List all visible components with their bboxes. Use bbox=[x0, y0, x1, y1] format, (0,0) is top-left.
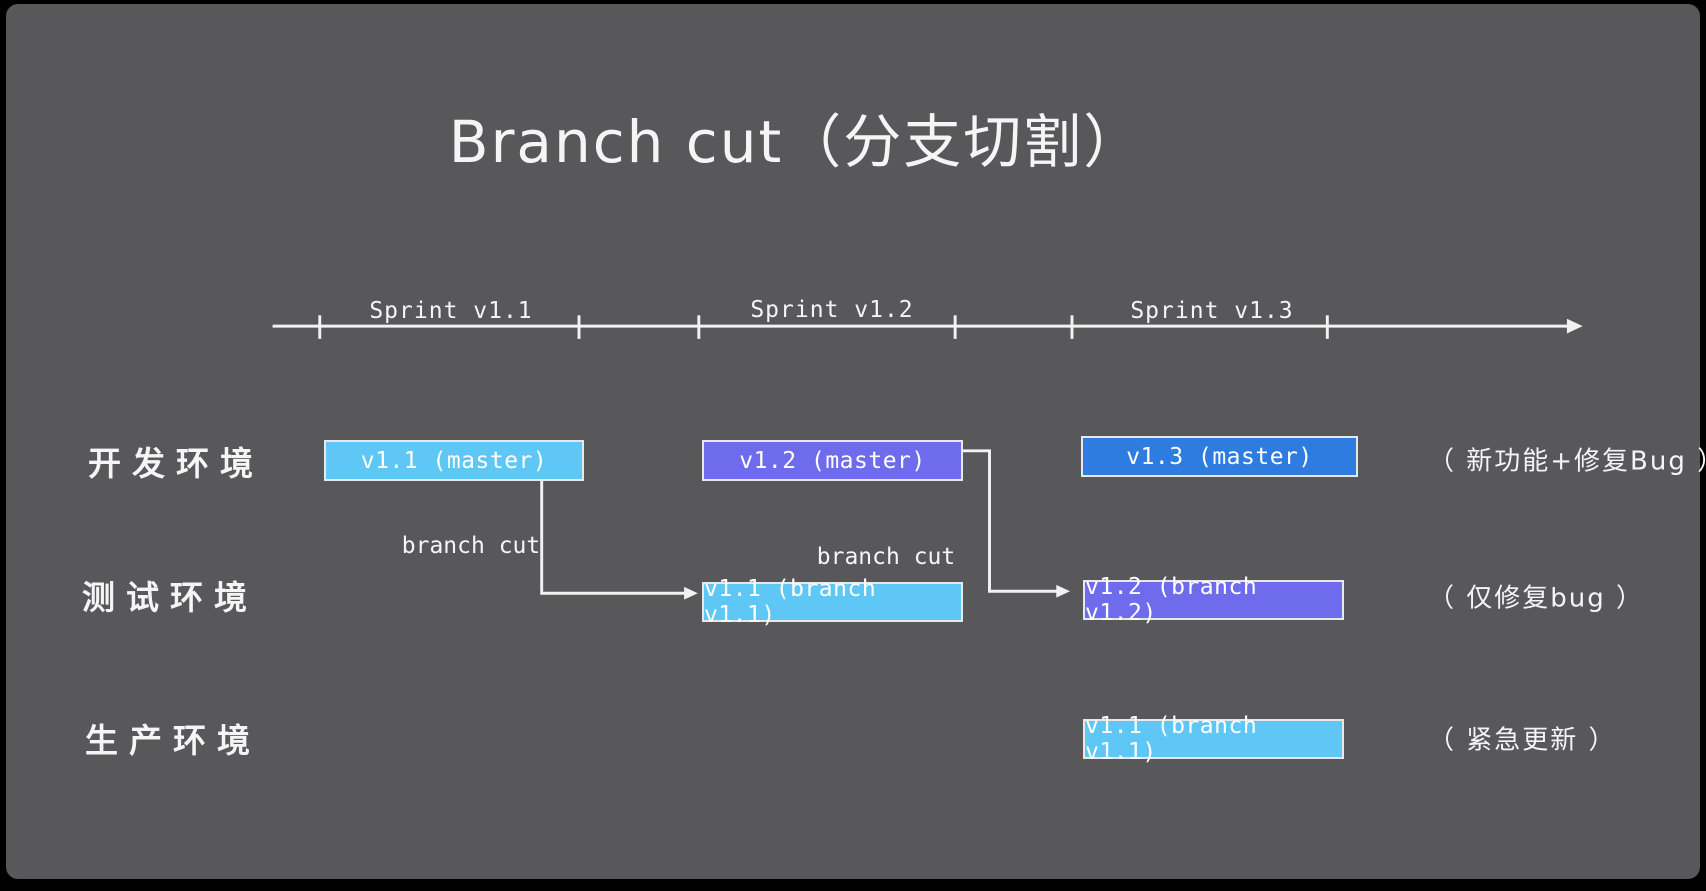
sprint-label-v1-3: Sprint v1.3 bbox=[1130, 298, 1294, 324]
branch-cut-connector-1 bbox=[540, 473, 698, 600]
annotation-prod-row: （ 紧急更新 ） bbox=[1428, 725, 1617, 756]
connector-arrowhead bbox=[1056, 584, 1071, 598]
branch-cut-label-2: branch cut bbox=[816, 544, 956, 570]
row-label-test-environment: 测试环境 bbox=[82, 578, 258, 617]
version-box-test-v1-1-branch: v1.1 (branch v1.1) bbox=[702, 576, 963, 628]
branch-cut-connector-2 bbox=[955, 449, 1071, 598]
version-box-test-v1-2-branch: v1.2 (branch v1.2) bbox=[1083, 574, 1344, 626]
timeline-and-connectors bbox=[272, 315, 1583, 600]
diagram-canvas: Branch cut（分支切割） Sprint v1.1 Sprint v1.2… bbox=[6, 4, 1706, 879]
connector-arrowhead bbox=[684, 586, 698, 600]
branch-cut-label-1: branch cut bbox=[401, 533, 541, 559]
version-box-dev-v1-2-master: v1.2 (master) bbox=[702, 440, 963, 481]
timeline-axis bbox=[272, 315, 1583, 339]
version-box-dev-v1-1-master: v1.1 (master) bbox=[324, 440, 584, 481]
timeline-arrowhead bbox=[1566, 318, 1583, 334]
annotation-test-row: （ 仅修复bug ） bbox=[1428, 583, 1645, 614]
annotation-dev-row: （ 新功能+修复Bug ） bbox=[1428, 446, 1706, 477]
sprint-label-v1-2: Sprint v1.2 bbox=[750, 297, 914, 323]
version-box-dev-v1-3-master: v1.3 (master) bbox=[1081, 436, 1358, 477]
version-box-prod-v1-1-branch: v1.1 (branch v1.1) bbox=[1083, 713, 1344, 765]
row-label-dev-environment: 开发环境 bbox=[88, 444, 264, 483]
diagram-title: Branch cut（分支切割） bbox=[448, 108, 1144, 176]
row-label-prod-environment: 生产环境 bbox=[85, 721, 261, 760]
sprint-label-v1-1: Sprint v1.1 bbox=[369, 298, 533, 324]
